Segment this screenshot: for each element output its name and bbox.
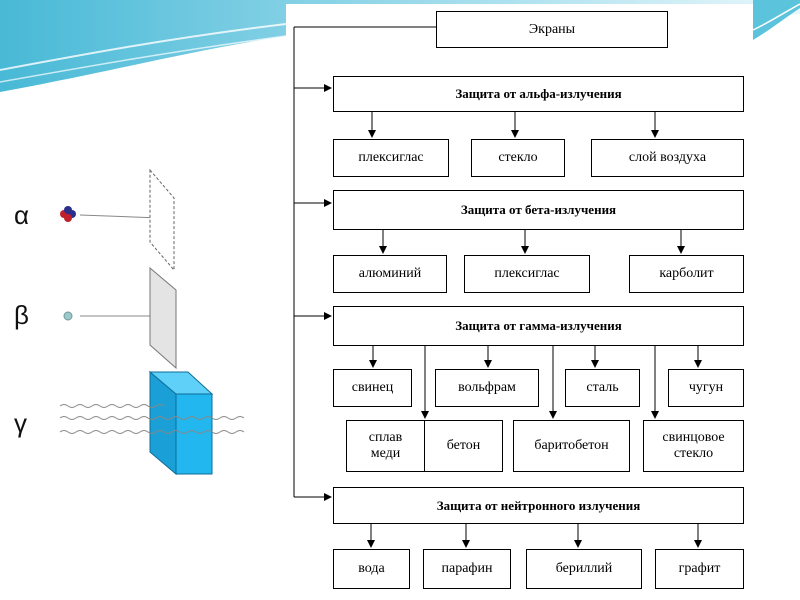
neutron-item-beryllium: бериллий bbox=[526, 549, 642, 589]
root-screens-box: Экраны bbox=[436, 11, 668, 48]
gamma-item-cast-iron: чугун bbox=[668, 369, 744, 407]
alpha-particle-icon bbox=[60, 206, 76, 222]
neutron-protection-box: Защита от нейтронного излучения bbox=[333, 487, 744, 524]
beta-item-aluminum: алюминий bbox=[333, 255, 447, 293]
gamma-item-lead-glass: свинцовое стекло bbox=[643, 420, 744, 472]
beta-label: β bbox=[14, 300, 29, 330]
alpha-item-glass: стекло bbox=[471, 139, 565, 177]
gamma-item-concrete: бетон bbox=[424, 420, 503, 472]
beta-protection-box: Защита от бета-излучения bbox=[333, 190, 744, 230]
alpha-item-air-layer: слой воздуха bbox=[591, 139, 744, 177]
neutron-item-water: вода bbox=[333, 549, 410, 589]
beta-item-bakelite: карболит bbox=[629, 255, 744, 293]
alpha-item-plexiglass: плексиглас bbox=[333, 139, 449, 177]
concrete-block-icon bbox=[175, 393, 213, 475]
aluminum-sheet-icon bbox=[149, 266, 177, 370]
gamma-label: γ bbox=[14, 408, 27, 438]
gamma-item-steel: сталь bbox=[565, 369, 640, 407]
gamma-item-copper-alloy: сплав меди bbox=[346, 420, 425, 472]
alpha-label: α bbox=[14, 200, 30, 230]
alpha-protection-box: Защита от альфа-излучения bbox=[333, 76, 744, 112]
gamma-item-barite-concrete: баритобетон bbox=[513, 420, 630, 472]
neutron-item-paraffin: парафин bbox=[423, 549, 511, 589]
gamma-protection-box: Защита от гамма-излучения bbox=[333, 306, 744, 346]
radiation-illustration bbox=[59, 168, 245, 476]
beta-item-plexiglass: плексиглас bbox=[464, 255, 590, 293]
gamma-wave-icon bbox=[59, 404, 165, 408]
neutron-item-graphite: графит bbox=[655, 549, 744, 589]
gamma-item-tungsten: вольфрам bbox=[435, 369, 539, 407]
gamma-item-lead: свинец bbox=[333, 369, 412, 407]
paper-sheet-icon bbox=[149, 168, 175, 272]
beta-particle-icon bbox=[63, 311, 73, 321]
